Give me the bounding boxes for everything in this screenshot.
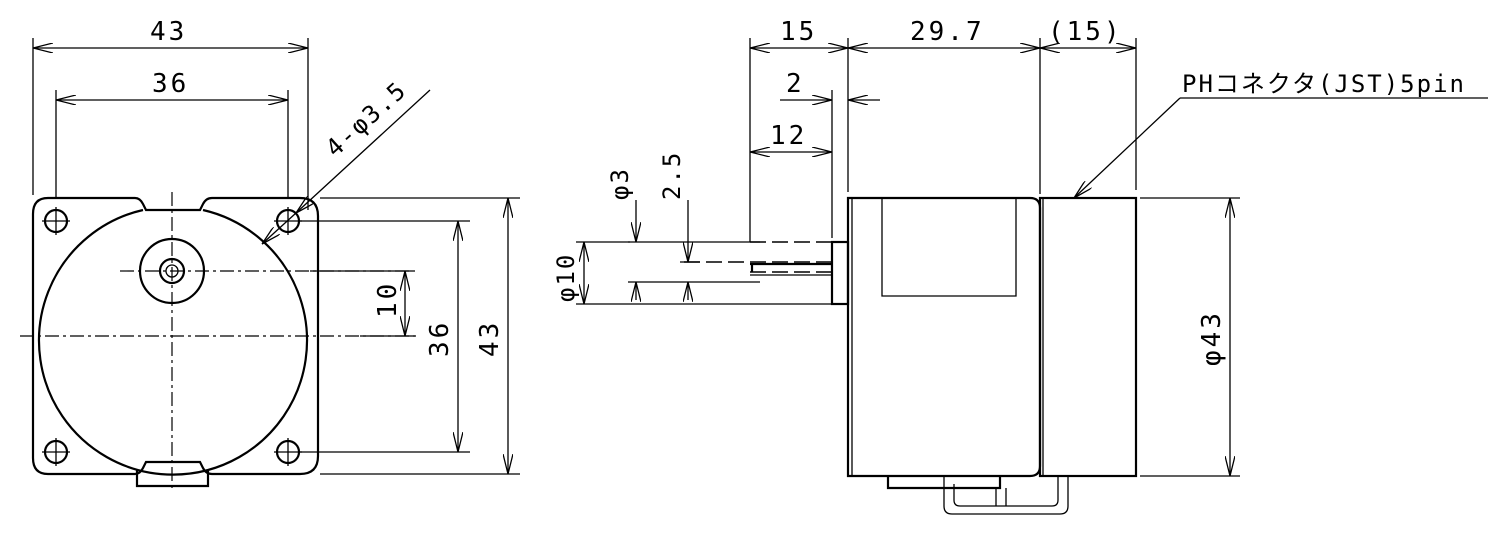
- dim-shaft-diameter: φ3: [606, 167, 634, 200]
- dim-connector-length: (15): [1048, 17, 1123, 47]
- dim-shaft-length: 15: [780, 17, 817, 47]
- front-body-circle: [37, 208, 309, 476]
- side-wire-loop: [943, 476, 1069, 515]
- dim-boss-diameter: φ10: [552, 253, 580, 302]
- side-body-window: [881, 198, 1017, 297]
- dim-body-diameter: φ43: [1197, 310, 1227, 366]
- side-connector-block: [1038, 196, 1138, 478]
- dim-flange-thickness: 2: [786, 69, 805, 99]
- dim-front-height-outer: 43: [475, 320, 505, 357]
- dim-front-width-holes: 36: [152, 69, 189, 99]
- side-body-outline: [846, 196, 1042, 478]
- front-view: 43 36 4-φ3.5 10 36 43: [20, 17, 520, 492]
- side-shaft: [684, 241, 832, 273]
- dim-shaft-flat-length: 12: [770, 121, 807, 151]
- dim-front-width-outer: 43: [150, 17, 187, 47]
- dim-front-height-holes: 36: [425, 320, 455, 357]
- dim-body-length: 29.7: [910, 17, 985, 47]
- front-flange-outline: [31, 196, 320, 476]
- side-boss: [830, 240, 850, 306]
- dim-shaft-offset: 10: [373, 281, 403, 318]
- dim-flat-depth: 2.5: [658, 151, 686, 200]
- connector-label: PHコネクタ(JST)5pin: [1182, 70, 1466, 98]
- side-view: 15 29.7 (15) 2 12 PHコネクタ(JST)5pin φ3 2.5: [552, 17, 1488, 515]
